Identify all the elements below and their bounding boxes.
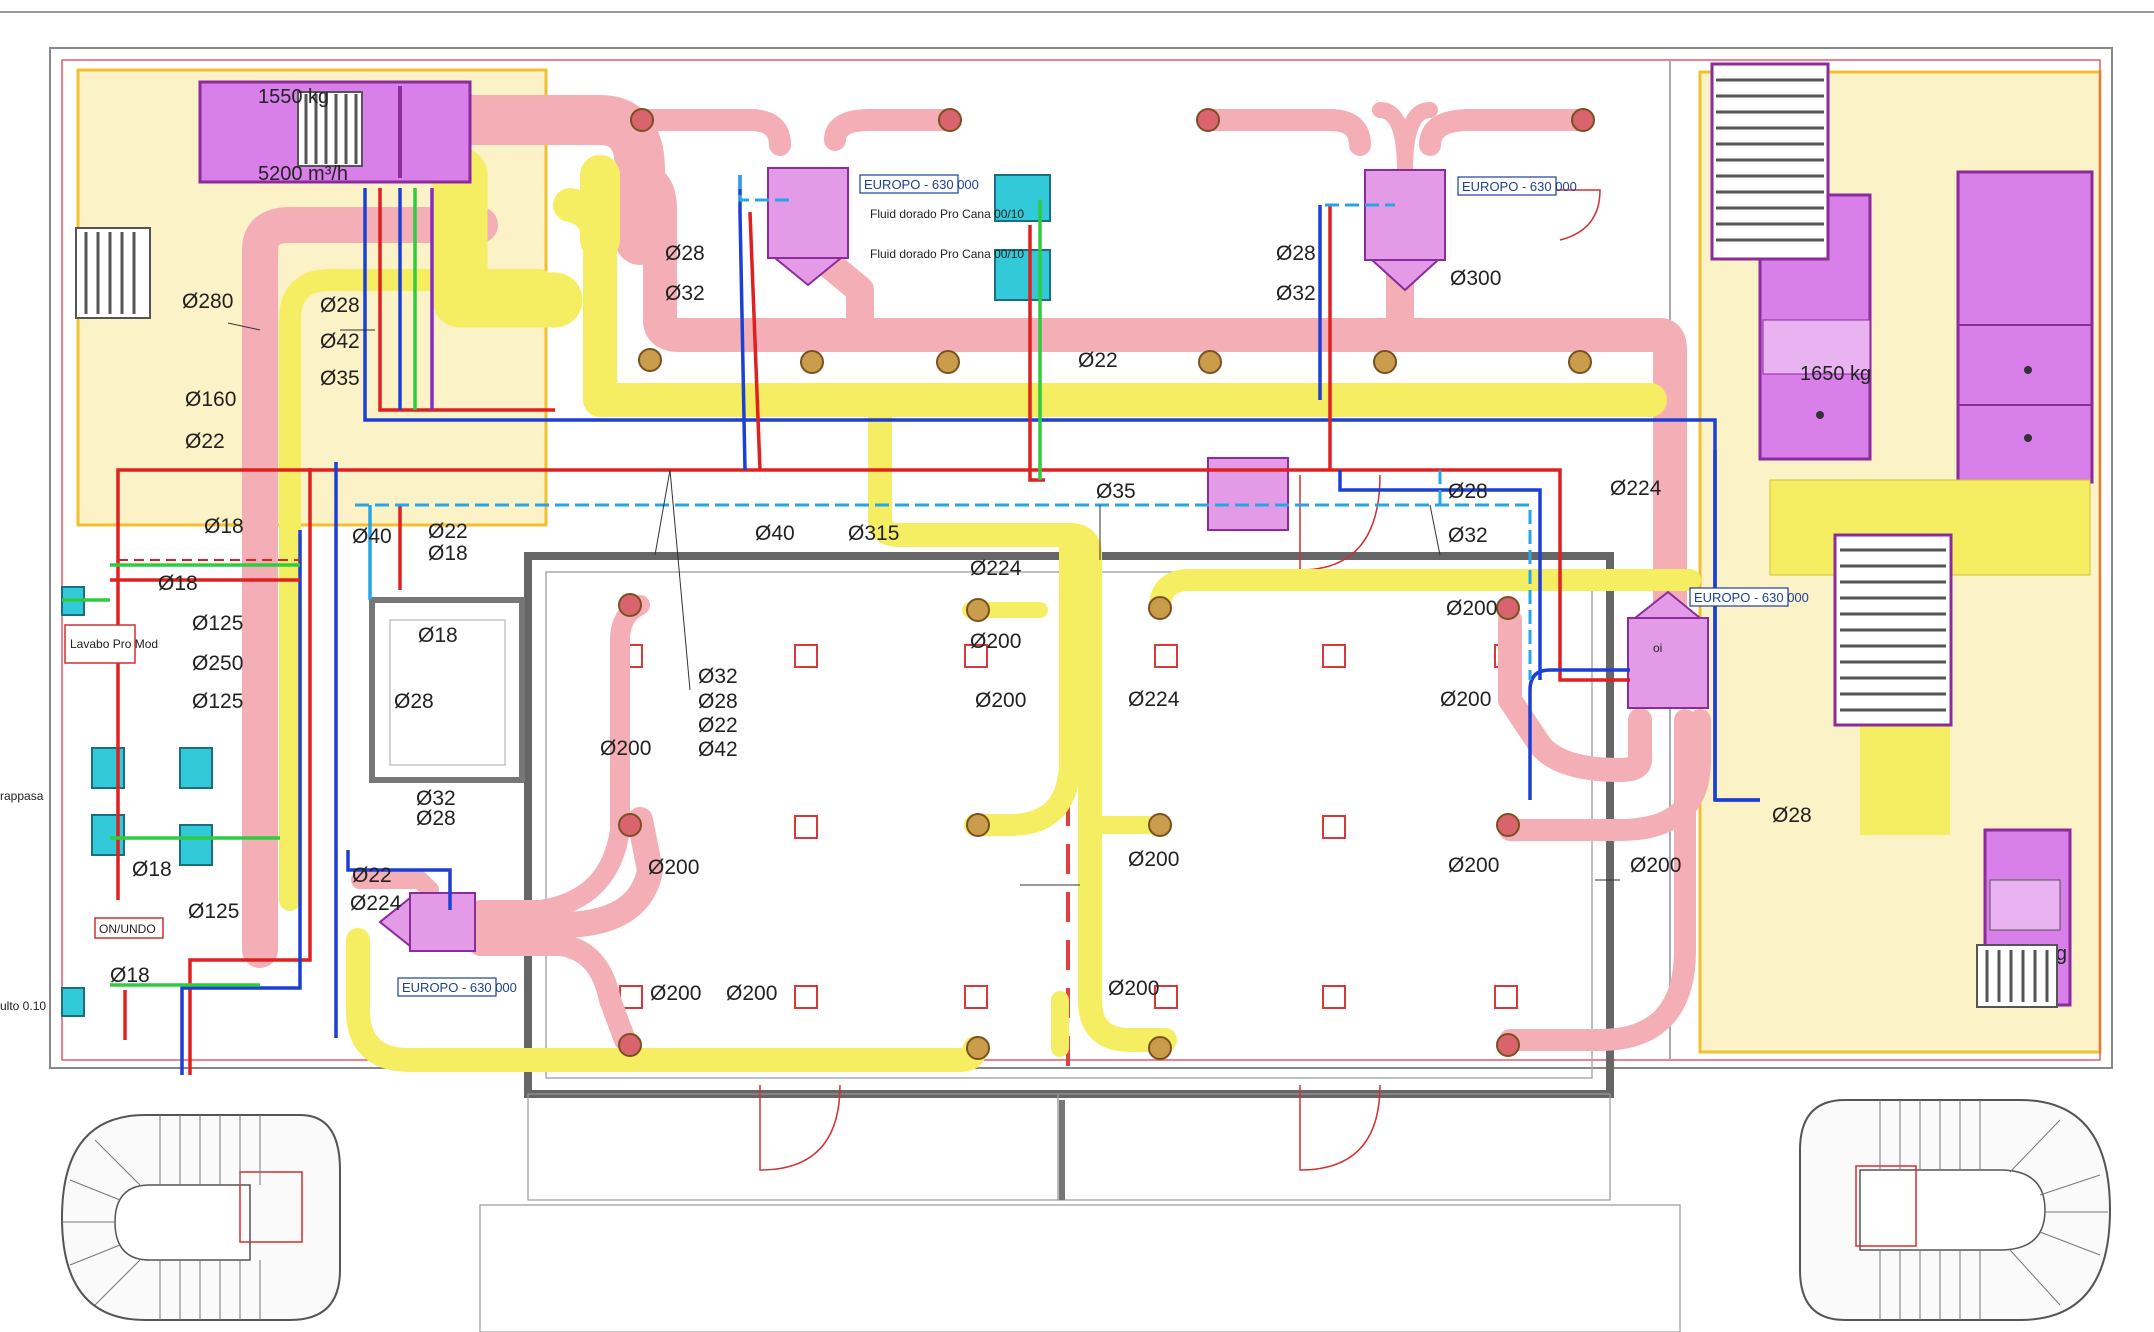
dim-label: Ø200 <box>1128 848 1179 871</box>
dim-label: Ø200 <box>726 982 777 1005</box>
label-lavabo: Lavabo Pro Mod <box>70 637 158 651</box>
dim-label: Ø22 <box>352 864 392 887</box>
ahu-left <box>198 80 472 184</box>
note-fluid-1: Fluid dorado Pro Cana 00/10 <box>870 207 1024 221</box>
ahu-right-weight: 1650 kg <box>1800 363 1871 385</box>
label-left-cut-2: ulto 0.10 <box>0 999 46 1013</box>
dim-label: Ø200 <box>1448 854 1499 877</box>
supply-ducts <box>242 95 1711 1051</box>
staircase-right <box>1799 1099 2112 1321</box>
dim-label: Ø32 <box>665 282 705 305</box>
dim-label: Ø28 <box>416 807 456 830</box>
tag-recuperator-4: EUROPO - 630 000 <box>402 980 517 995</box>
dim-label: Ø42 <box>698 738 738 761</box>
dim-label: Ø32 <box>1276 282 1316 305</box>
piping <box>62 175 1760 1075</box>
dim-label: Ø125 <box>188 900 239 923</box>
label-left-cut-1: rappasa <box>0 789 44 803</box>
dim-label: Ø224 <box>1610 477 1662 500</box>
dim-label: Ø280 <box>182 290 233 313</box>
dim-label: Ø32 <box>416 787 456 810</box>
dim-label: Ø200 <box>650 982 701 1005</box>
dim-label: Ø32 <box>1448 524 1488 547</box>
dim-label: Ø224 <box>970 557 1022 580</box>
dim-label: Ø40 <box>755 522 795 545</box>
outer-wall <box>49 47 2113 1069</box>
tag-recuperator-3: EUROPO - 630 000 <box>1694 590 1809 605</box>
dim-label: Ø224 <box>350 892 402 915</box>
dim-label: Ø125 <box>192 612 243 635</box>
note-fluid-2: Fluid dorado Pro Cana 00/10 <box>870 247 1024 261</box>
dim-label: Ø200 <box>970 630 1021 653</box>
dim-label: Ø200 <box>1108 977 1159 1000</box>
dim-label: Ø18 <box>110 964 150 987</box>
ahu-left-flow: 5200 m³/h <box>258 163 348 185</box>
dim-label: Ø28 <box>1772 804 1812 827</box>
dim-label: Ø28 <box>698 690 738 713</box>
dim-label: Ø18 <box>204 515 244 538</box>
piping-lightblue <box>355 175 1532 680</box>
dim-label: Ø28 <box>320 294 360 317</box>
dim-label: Ø200 <box>648 856 699 879</box>
dim-label: Ø28 <box>394 690 434 713</box>
dim-label: Ø22 <box>1078 349 1118 372</box>
dim-label: Ø28 <box>665 242 705 265</box>
dim-label: Ø200 <box>1446 597 1497 620</box>
tag-recuperator-1: EUROPO - 630 000 <box>864 177 979 192</box>
dim-label: Ø35 <box>1096 480 1136 503</box>
grilles <box>618 108 1595 1060</box>
ahu-small-label: oi <box>1653 641 1662 655</box>
dim-label: Ø18 <box>428 542 468 565</box>
dim-label: Ø200 <box>975 689 1026 712</box>
dim-label: Ø200 <box>1440 688 1491 711</box>
dim-label: Ø42 <box>320 330 360 353</box>
dimension-labels: Ø280 Ø28 Ø42 Ø35 Ø160 Ø22 Ø18 Ø18 Ø125 Ø… <box>110 242 1812 1005</box>
dim-label: Ø22 <box>428 520 468 543</box>
dim-label: Ø28 <box>1276 242 1316 265</box>
dim-label: Ø28 <box>1448 480 1488 503</box>
dim-label: Ø18 <box>158 572 198 595</box>
dim-label: Ø125 <box>192 690 243 713</box>
dim-label: Ø22 <box>185 430 225 453</box>
dim-label: Ø35 <box>320 367 360 390</box>
dim-label: Ø18 <box>132 858 172 881</box>
dim-label: Ø315 <box>848 522 899 545</box>
dim-label: Ø200 <box>1630 854 1681 877</box>
label-on-undo: ON/UNDO <box>99 922 156 936</box>
tag-recuperator-2: EUROPO - 630 000 <box>1462 179 1577 194</box>
dim-label: Ø22 <box>698 714 738 737</box>
dim-label: Ø250 <box>192 652 243 675</box>
dim-label: Ø224 <box>1128 688 1180 711</box>
dim-label: Ø40 <box>352 525 392 548</box>
dim-label: Ø18 <box>418 624 458 647</box>
staircase-left <box>60 1114 341 1321</box>
dim-label: Ø300 <box>1450 267 1501 290</box>
ahu-left-weight: 1550 kg <box>258 86 329 108</box>
dim-label: Ø160 <box>185 388 236 411</box>
dim-label: Ø200 <box>600 737 651 760</box>
dim-label: Ø32 <box>698 665 738 688</box>
